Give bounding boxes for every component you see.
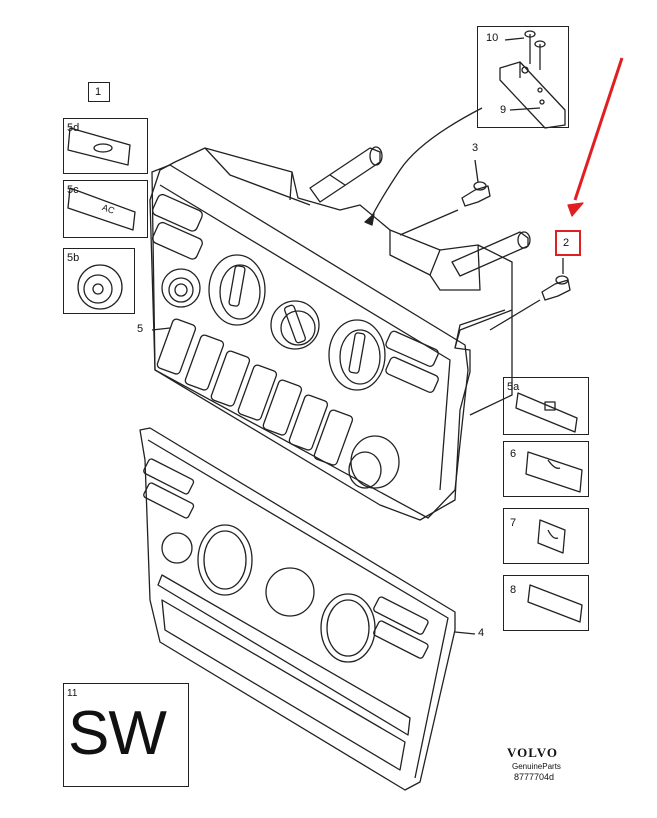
box-5a: 5a	[503, 377, 589, 435]
sw-label: SW	[68, 699, 167, 768]
part-6-icon	[525, 451, 583, 493]
part-5a-icon	[515, 392, 578, 433]
callout-1: 1	[95, 86, 102, 98]
callout-4: 4	[478, 627, 485, 639]
callout-5: 5	[137, 323, 144, 335]
screw-3	[461, 159, 491, 207]
callout-9: 9	[500, 104, 507, 116]
callout-5b: 5b	[67, 252, 80, 264]
control-unit-face	[151, 164, 469, 519]
part-5c-icon	[67, 187, 136, 231]
highlight-callout-2: 2	[555, 230, 581, 256]
callout-5c: 5c	[67, 184, 79, 196]
part-5b-icon	[77, 264, 123, 310]
part-5d-icon	[67, 127, 131, 166]
box-5c: 5c AC	[63, 180, 148, 238]
box-bracket: 10 9	[477, 26, 569, 128]
button-row	[156, 318, 354, 466]
brand-logo-text: VOLVO	[507, 745, 558, 760]
callout-11: 11	[67, 688, 78, 699]
callout-10: 10	[486, 32, 499, 44]
box-5b: 5b	[63, 248, 135, 314]
screw-2	[541, 258, 571, 301]
callout-7: 7	[510, 517, 517, 529]
ac-label: AC	[100, 202, 117, 216]
callout-5a: 5a	[507, 381, 520, 393]
box-1: 1	[88, 82, 110, 102]
diagram-code: 8777704d	[514, 772, 555, 782]
callout-3: 3	[472, 142, 479, 154]
box-11-sw: 11 SW	[63, 683, 189, 787]
front-bezel	[139, 427, 456, 791]
callout-5d: 5d	[67, 122, 80, 134]
bracket-9	[499, 30, 566, 129]
brand-sub: GenuineParts	[512, 762, 561, 771]
box-7: 7	[503, 508, 589, 564]
control-unit-housing	[149, 146, 531, 521]
callout-2: 2	[563, 237, 570, 249]
box-6: 6	[503, 441, 589, 497]
box-5d: 5d	[63, 118, 148, 174]
callout-8: 8	[510, 584, 517, 596]
red-arrow-icon	[567, 57, 624, 217]
part-8-icon	[527, 584, 583, 623]
part-7-icon	[537, 519, 566, 554]
callout-6: 6	[510, 448, 517, 460]
box-8: 8	[503, 575, 589, 631]
